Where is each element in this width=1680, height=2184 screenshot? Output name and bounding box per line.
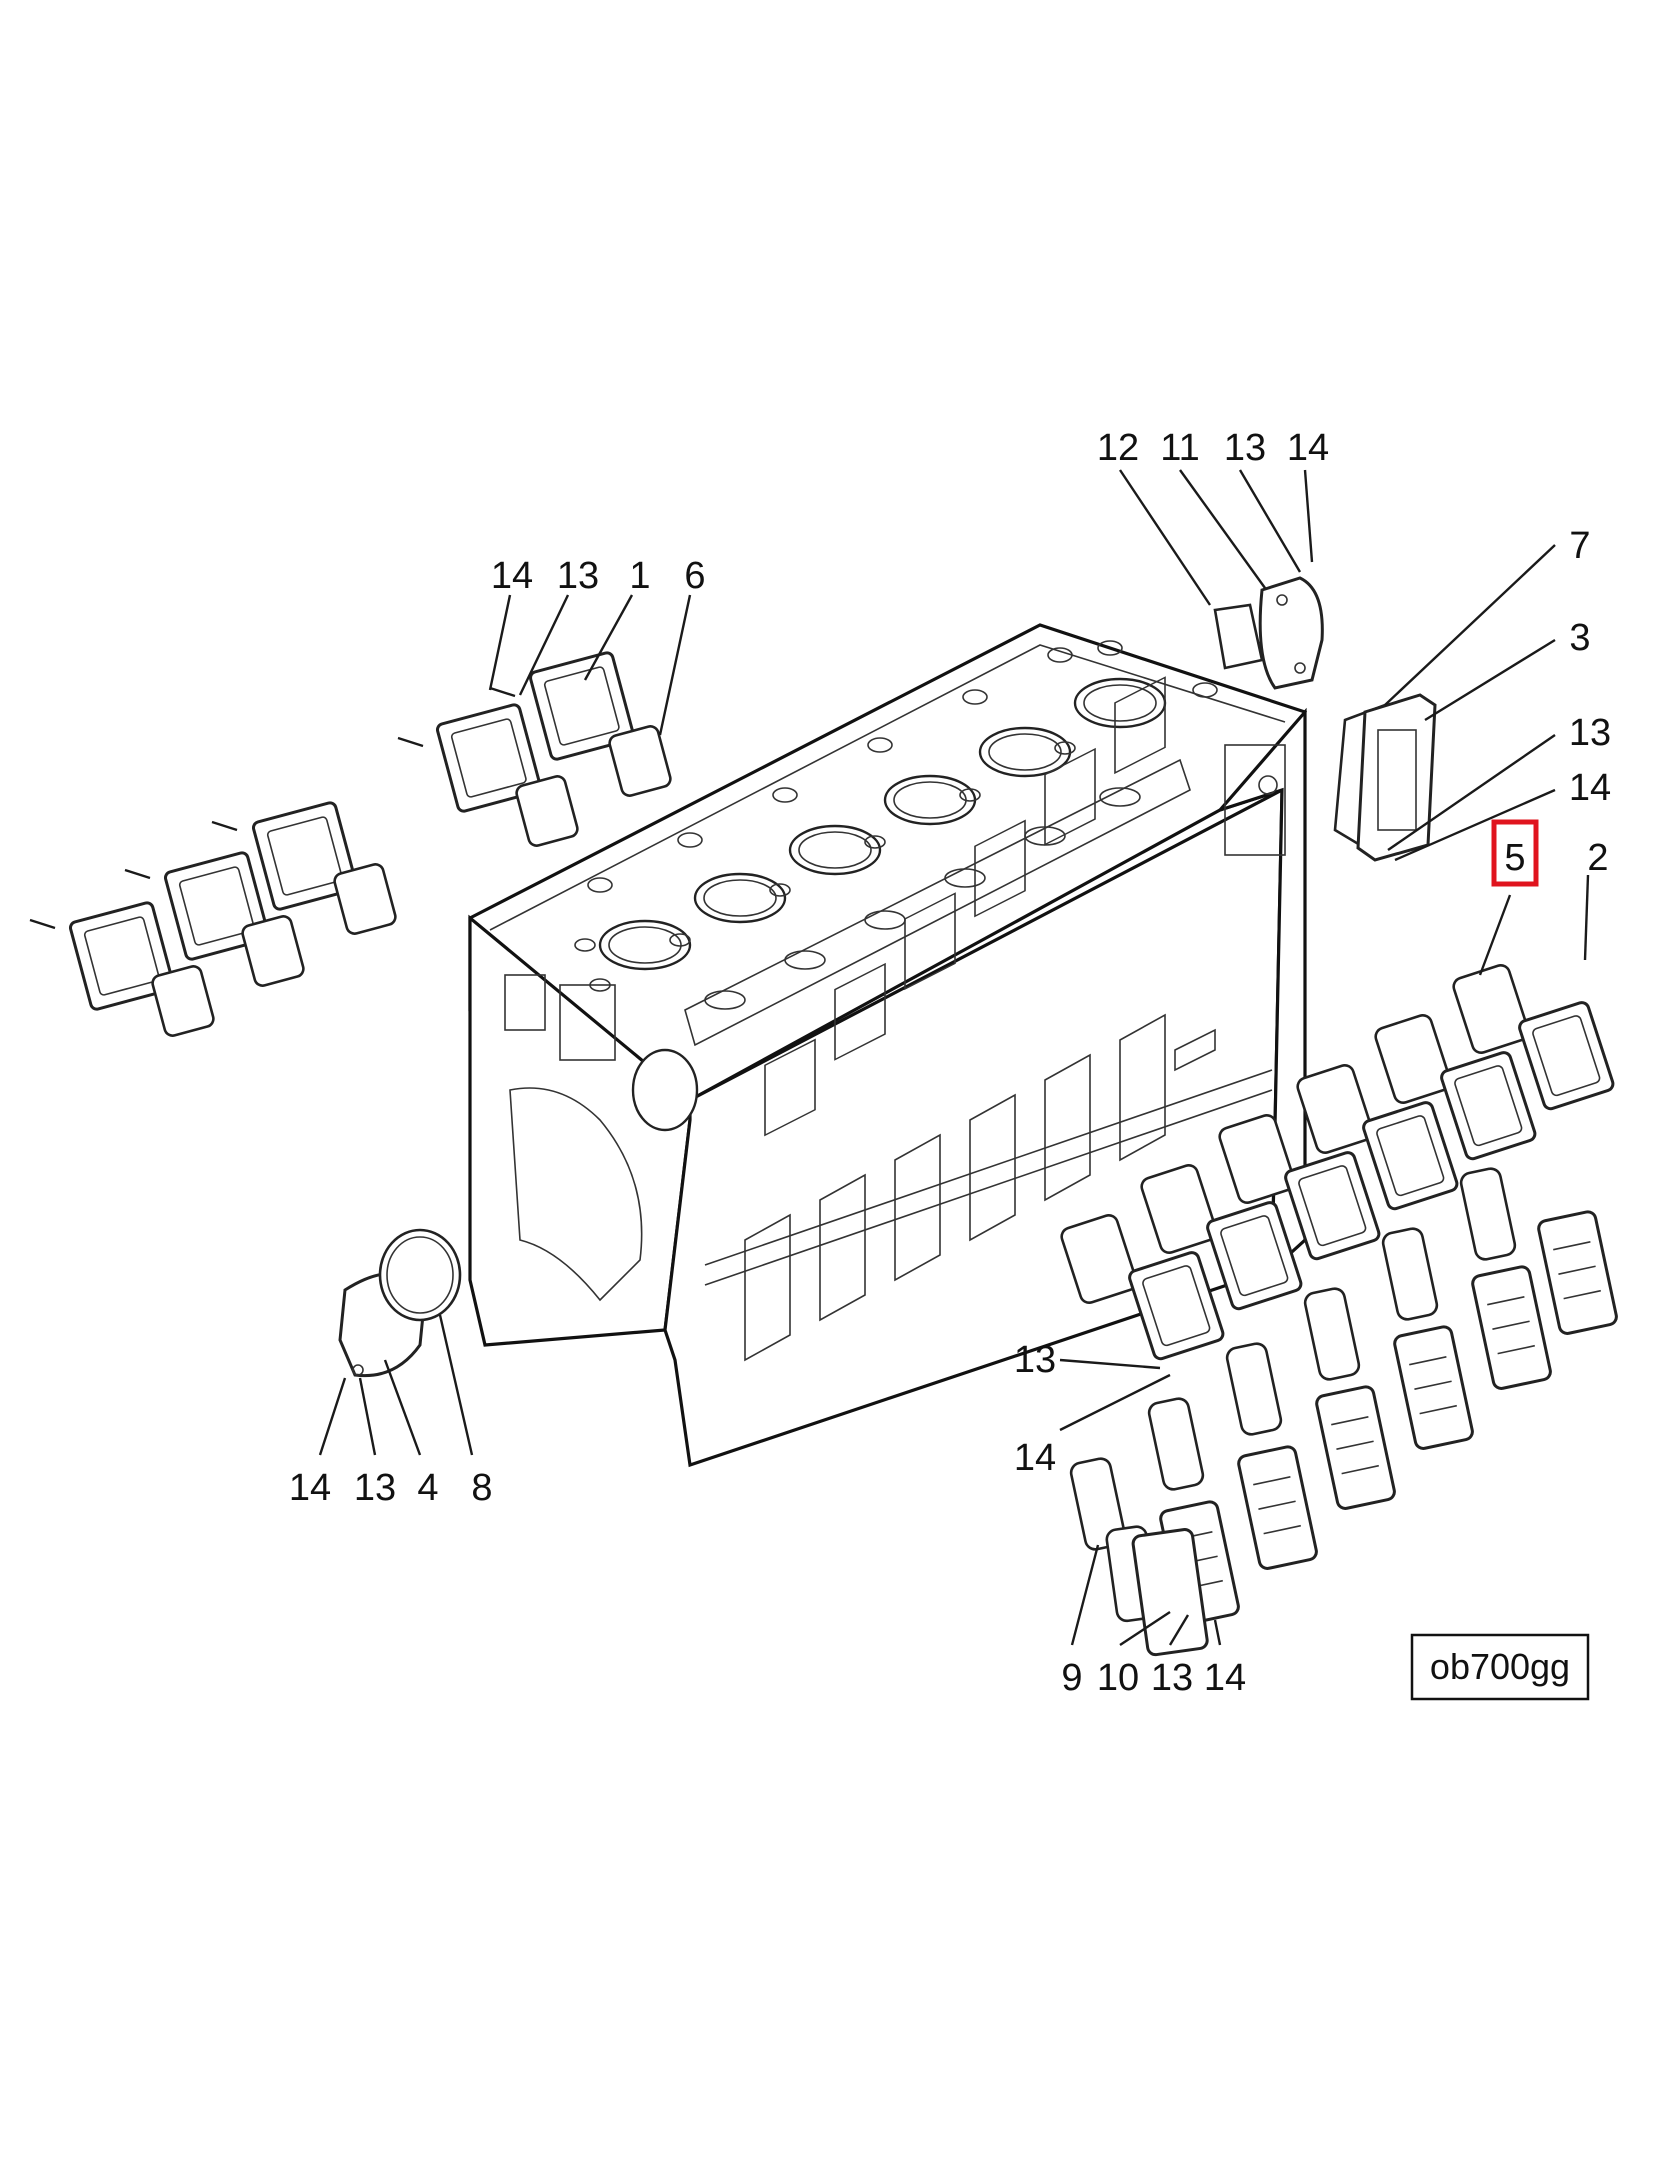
callout-9: 9 xyxy=(1061,1657,1082,1699)
upper-side-openings xyxy=(764,676,1166,1137)
callout-14: 14 xyxy=(1204,1657,1246,1699)
callout-14: 14 xyxy=(1014,1437,1056,1479)
callout-14: 14 xyxy=(491,555,533,597)
callout-13: 13 xyxy=(354,1467,396,1509)
callout-10: 10 xyxy=(1097,1657,1139,1699)
callout-14: 14 xyxy=(1569,767,1611,809)
callout-2: 2 xyxy=(1587,837,1608,879)
left-bolts xyxy=(29,686,516,930)
reference-code: ob700gg xyxy=(1430,1646,1570,1687)
callout-4: 4 xyxy=(417,1467,438,1509)
leader-lines xyxy=(318,469,1590,1647)
callout-13: 13 xyxy=(1151,1657,1193,1699)
callout-12: 12 xyxy=(1097,427,1139,469)
reference-code-box: ob700gg xyxy=(1410,1633,1590,1701)
callout-13: 13 xyxy=(557,555,599,597)
callout-14: 14 xyxy=(1287,427,1329,469)
front-cover xyxy=(338,1228,462,1378)
callout-1: 1 xyxy=(629,555,650,597)
left-side-covers xyxy=(29,651,672,1037)
callout-8: 8 xyxy=(471,1467,492,1509)
callout-13: 13 xyxy=(1224,427,1266,469)
engine-block xyxy=(468,623,1307,1468)
callout-3: 3 xyxy=(1569,617,1590,659)
callout-13: 13 xyxy=(1014,1339,1056,1381)
callout-5: 5 xyxy=(1504,837,1525,879)
callout-labels: 12 11 13 14 14 13 1 6 7 3 13 14 5 2 14 1… xyxy=(289,427,1611,1699)
callout-6: 6 xyxy=(684,555,705,597)
callout-7: 7 xyxy=(1569,525,1590,567)
highlight-box xyxy=(1491,819,1539,887)
callout-11: 11 xyxy=(1160,427,1199,469)
callout-14: 14 xyxy=(289,1467,331,1509)
lower-side-openings xyxy=(744,1013,1216,1362)
right-side-covers xyxy=(1060,963,1618,1657)
right-end-cover xyxy=(1333,693,1437,862)
callout-13: 13 xyxy=(1569,712,1611,754)
top-end-cover xyxy=(1213,576,1324,690)
